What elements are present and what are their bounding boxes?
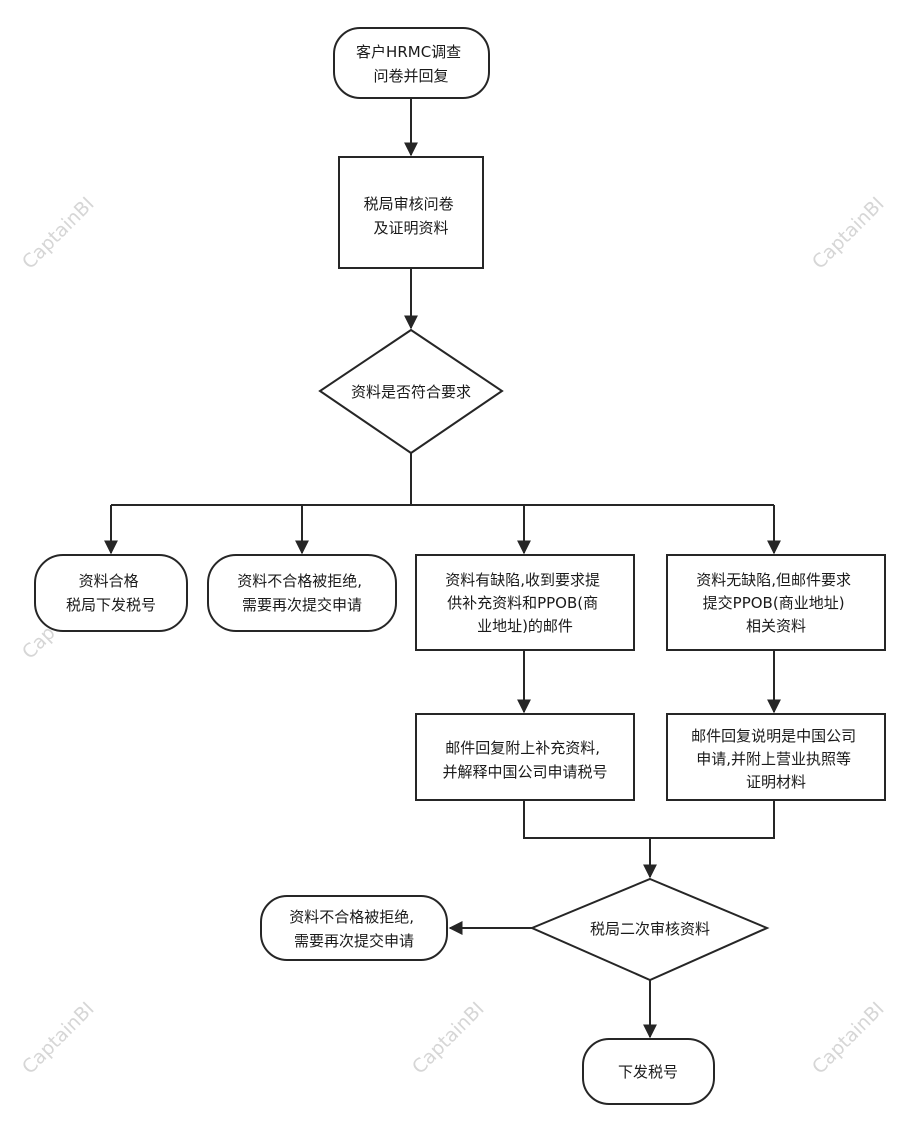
svg-text:资料是否符合要求: 资料是否符合要求 xyxy=(351,383,471,401)
node-reject-2-line1: 资料不合格被拒绝, xyxy=(289,908,414,926)
node-reply-2-line3: 证明材料 xyxy=(746,773,806,791)
watermark: CaptainBI xyxy=(808,193,889,274)
node-no-defect-line2: 提交PPOB(商业地址) xyxy=(703,594,845,612)
node-pass-line1: 资料合格 xyxy=(79,572,139,590)
node-pass: 资料合格 税局下发税号 xyxy=(34,554,188,632)
svg-text:下发税号: 下发税号 xyxy=(618,1063,678,1081)
decision-check: 资料是否符合要求 xyxy=(318,328,504,455)
svg-text:资料有缺陷,收到要求提 供补充资料和PPOB(商: 资料有缺陷,收到要求提 供补充资料和PPOB(商 业地址)的邮件 xyxy=(445,571,605,635)
node-reply-1: 邮件回复附上补充资料, 并解释中国公司申请税号 xyxy=(415,713,635,801)
watermark: CaptainBI xyxy=(18,193,99,274)
node-review-line1: 税局审核问卷 xyxy=(364,195,454,213)
decision-second-review-label: 税局二次审核资料 xyxy=(590,920,710,938)
decision-check-label: 资料是否符合要求 xyxy=(351,383,471,401)
node-reject-1: 资料不合格被拒绝, 需要再次提交申请 xyxy=(207,554,397,632)
watermark: CaptainBI xyxy=(408,998,489,1079)
node-start-line2: 问卷并回复 xyxy=(373,67,448,85)
node-reject-2: 资料不合格被拒绝, 需要再次提交申请 xyxy=(260,895,448,961)
node-reply-2-line1: 邮件回复说明是中国公司 xyxy=(691,727,856,745)
node-start: 客户HRMC调查 问卷并回复 xyxy=(333,27,490,99)
svg-text:客户HRMC调查 问卷并回复: 客户HRMC调查 问卷并回复 xyxy=(356,43,466,85)
node-reply-2-line2: 申请,并附上营业执照等 xyxy=(696,750,851,768)
svg-text:资料合格 税局下发税号: 资料合格 税局下发税号 xyxy=(66,572,156,614)
svg-text:资料不合格被拒绝, 需要再次提交申请: 资料不合格被拒绝, 需要再次提交申请 xyxy=(289,908,419,950)
node-defect-line1: 资料有缺陷,收到要求提 xyxy=(445,571,600,589)
svg-text:税局二次审核资料: 税局二次审核资料 xyxy=(590,920,710,938)
svg-text:资料无缺陷,但邮件要求 提交PPOB(商业地址): 资料无缺陷,但邮件要求 提交PPOB(商业地址) 相关资料 xyxy=(696,571,856,635)
node-no-defect: 资料无缺陷,但邮件要求 提交PPOB(商业地址) 相关资料 xyxy=(666,554,886,651)
node-review: 税局审核问卷 及证明资料 xyxy=(338,156,484,269)
edge-replies-merge xyxy=(523,800,775,839)
svg-text:资料不合格被拒绝, 需要再次提交申请: 资料不合格被拒绝, 需要再次提交申请 xyxy=(237,572,367,614)
node-issue-label: 下发税号 xyxy=(618,1063,678,1081)
node-reject-1-line1: 资料不合格被拒绝, xyxy=(237,572,362,590)
node-defect: 资料有缺陷,收到要求提 供补充资料和PPOB(商 业地址)的邮件 xyxy=(415,554,635,651)
node-reply-2: 邮件回复说明是中国公司 申请,并附上营业执照等 证明材料 xyxy=(666,713,886,801)
node-review-line2: 及证明资料 xyxy=(373,219,448,237)
watermark: CaptainBI xyxy=(18,998,99,1079)
node-pass-line2: 税局下发税号 xyxy=(66,596,156,614)
node-no-defect-line3: 相关资料 xyxy=(746,617,806,635)
node-issue: 下发税号 xyxy=(582,1038,715,1105)
node-no-defect-line1: 资料无缺陷,但邮件要求 xyxy=(696,571,851,589)
node-reply-1-line1: 邮件回复附上补充资料, xyxy=(445,739,600,757)
node-start-line1: 客户HRMC调查 xyxy=(356,43,461,61)
svg-text:税局审核问卷 及证明资料: 税局审核问卷 及证明资料 xyxy=(364,195,459,237)
node-reply-1-line2: 并解释中国公司申请税号 xyxy=(442,763,607,781)
node-reject-1-line2: 需要再次提交申请 xyxy=(242,596,362,614)
node-reject-2-line2: 需要再次提交申请 xyxy=(294,932,414,950)
watermark: CaptainBI xyxy=(808,998,889,1079)
node-defect-line2: 供补充资料和PPOB(商 xyxy=(447,594,598,612)
svg-text:邮件回复附上补充资料, 并解释中国公司申请税号: 邮件回复附上补充资料, 并解释中国公司申请税号 xyxy=(442,739,607,781)
svg-text:邮件回复说明是中国公司 申请,并附上营业执照等: 邮件回复说明是中国公司 申请,并附上营业执照等 证明材料 xyxy=(691,727,861,791)
node-defect-line3: 业地址)的邮件 xyxy=(477,617,573,635)
edges xyxy=(104,98,781,1039)
decision-second-review: 税局二次审核资料 xyxy=(529,877,770,982)
